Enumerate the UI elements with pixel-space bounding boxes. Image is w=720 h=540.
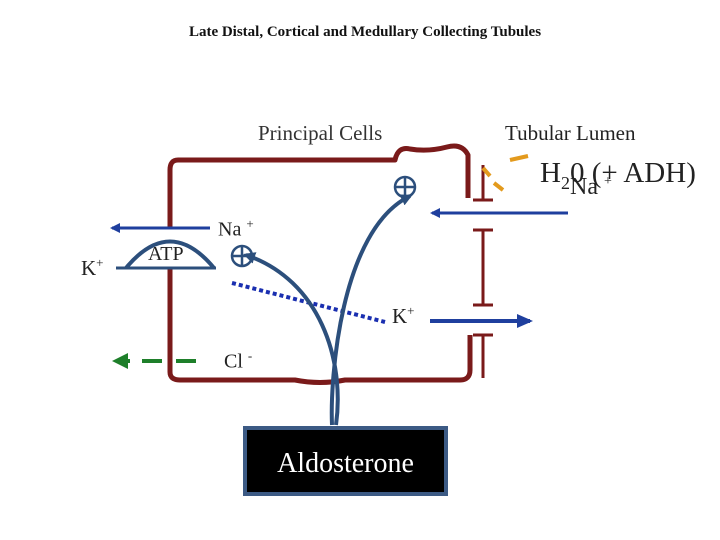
principal-cell-membrane	[167, 143, 473, 385]
na-cell-label: Na +	[218, 216, 254, 241]
principal-cells-label: Principal Cells	[258, 121, 383, 145]
aldosterone-to-na-channel-path	[329, 194, 413, 426]
tubular-lumen-label: Tubular Lumen	[505, 121, 636, 145]
aldosterone-to-pump-path	[243, 252, 340, 426]
k-interstitial-label: K+	[81, 255, 104, 280]
na-lumen-label: Na +	[570, 174, 612, 200]
aldosterone-box: Aldosterone	[243, 426, 448, 496]
stimulation-plus-icon	[393, 175, 417, 199]
diagram-title: Late Distal, Cortical and Medullary Coll…	[188, 24, 542, 40]
cl-label: Cl -	[224, 348, 253, 373]
water-channel-marks	[481, 154, 529, 192]
k-secretion-label: K+	[392, 303, 415, 328]
water-adh-label: H20 (+ ADH)	[540, 157, 696, 193]
aldosterone-label: Aldosterone	[277, 448, 414, 479]
na-k-atpase-pump	[124, 239, 216, 270]
stimulation-plus-icon	[230, 244, 254, 268]
luminal-channels	[473, 165, 493, 378]
atp-label: ATP	[148, 243, 184, 265]
